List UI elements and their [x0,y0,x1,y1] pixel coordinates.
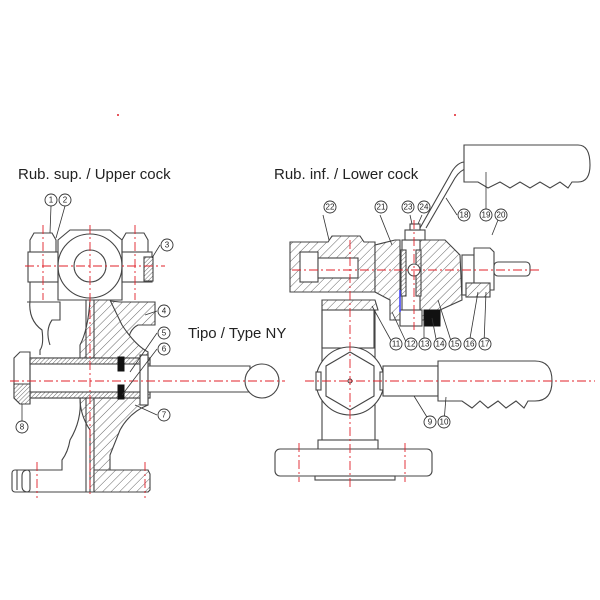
hex-body [57,229,123,301]
svg-text:18: 18 [460,211,469,220]
svg-text:4: 4 [162,307,167,316]
part-bubble-10: 10 [437,415,451,429]
reference-mark [117,114,119,116]
svg-text:15: 15 [451,340,460,349]
svg-text:22: 22 [326,203,335,212]
svg-text:21: 21 [377,203,386,212]
part-bubbles: 1 2 3 4 5 6 7 8 9 10 11 12 13 14 15 16 1… [15,193,508,434]
part-bubble-24: 24 [417,200,431,214]
svg-text:5: 5 [162,329,167,338]
part-bubble-8: 8 [15,420,29,434]
part-bubble-18: 18 [457,208,471,222]
svg-text:20: 20 [497,211,506,220]
upper-cock [10,225,285,498]
part-bubble-19: 19 [479,208,493,222]
part-bubble-16: 16 [463,337,477,351]
leader-lines-upper [21,205,161,421]
svg-text:16: 16 [466,340,475,349]
part-bubble-7: 7 [157,408,171,422]
svg-text:13: 13 [421,340,430,349]
part-bubble-15: 15 [448,337,462,351]
stem-top [409,223,421,231]
part-bubble-17: 17 [478,337,492,351]
svg-text:12: 12 [407,340,416,349]
packing-6 [117,356,125,372]
type-label: Tipo / Type NY [188,325,287,342]
svg-text:17: 17 [481,340,490,349]
lower-cock [274,144,595,490]
svg-text:19: 19 [482,211,491,220]
svg-text:23: 23 [404,203,413,212]
part-bubble-9: 9 [423,415,437,429]
lower-cock-title: Rub. inf. / Lower cock [274,166,419,183]
svg-text:9: 9 [428,418,433,427]
handle-grip-10 [437,360,553,409]
svg-text:1: 1 [49,196,54,205]
packing-7 [117,384,125,400]
part-bubble-21: 21 [374,200,388,214]
part-bubble-4: 4 [157,304,171,318]
part-bubble-22: 22 [323,200,337,214]
part-bubble-6: 6 [157,342,171,356]
reference-mark [454,114,456,116]
part-bubble-20: 20 [494,208,508,222]
gasket-3 [143,256,154,282]
svg-text:2: 2 [63,196,68,205]
svg-text:14: 14 [436,340,445,349]
svg-text:3: 3 [165,241,170,250]
part-bubble-11: 11 [389,337,403,351]
part-bubble-14: 14 [433,337,447,351]
svg-text:8: 8 [20,423,25,432]
part-bubble-13: 13 [418,337,432,351]
lever-18 [419,161,465,229]
svg-text:7: 7 [162,411,167,420]
part-bubble-2: 2 [58,193,72,207]
part-bubble-1: 1 [44,193,58,207]
part-bubble-12: 12 [404,337,418,351]
part-bubble-3: 3 [160,238,174,252]
svg-text:10: 10 [440,418,449,427]
svg-text:6: 6 [162,345,167,354]
handle-upper [147,365,251,393]
svg-text:24: 24 [420,203,429,212]
handle-grip-19 [463,144,591,189]
part-bubble-23: 23 [401,200,415,214]
svg-text:11: 11 [392,340,401,349]
upper-cock-title: Rub. sup. / Upper cock [18,166,171,183]
part-bubble-5: 5 [157,326,171,340]
